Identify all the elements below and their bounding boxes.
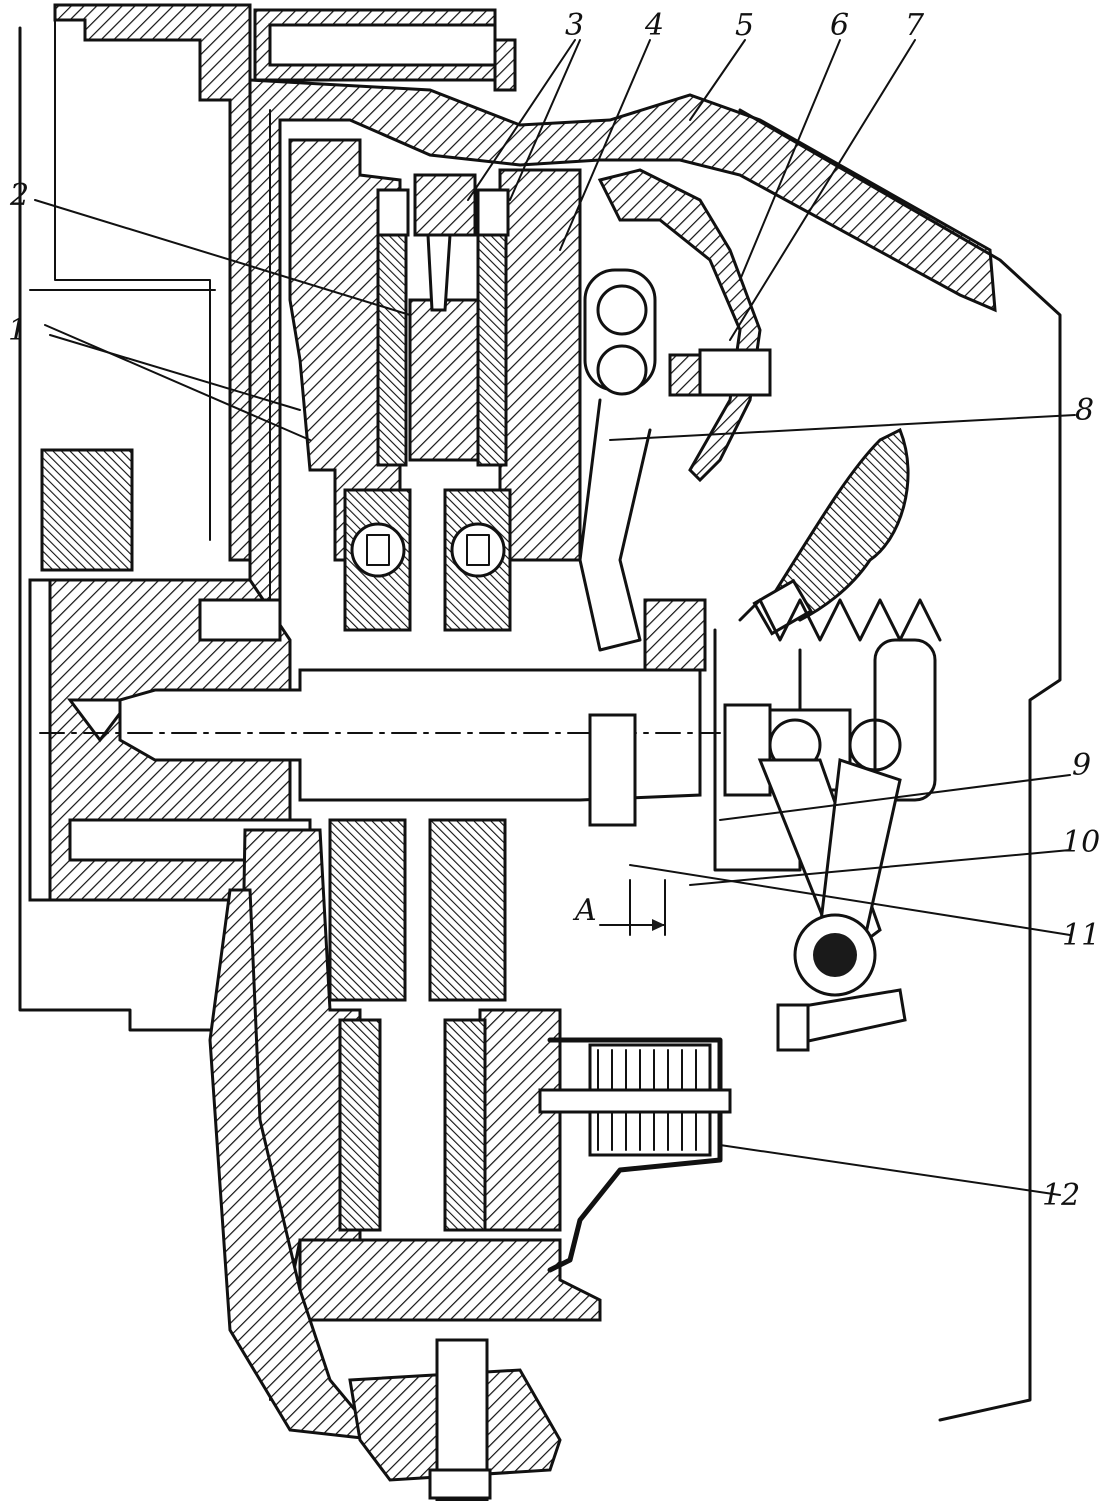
leader-12: [719, 1144, 1061, 1196]
leader-10: [689, 849, 1071, 886]
bottom-bolt: [348, 1338, 562, 1502]
callout-labels: 1 2 3 4 5 6 7 8 9 10 11 12: [8, 8, 1100, 1213]
dimension-a-label: A: [572, 893, 597, 928]
callout-8: 8: [1075, 393, 1094, 428]
leader-5: [689, 39, 746, 121]
leader-lines: [34, 39, 1076, 1196]
callout-10: 10: [1062, 825, 1100, 860]
leader-7: [729, 39, 916, 341]
top-bolt: [253, 8, 517, 92]
leader-3b: [509, 39, 581, 201]
leader-9: [719, 774, 1071, 821]
leader-1b: [49, 334, 301, 411]
flywheel-lower: [208, 828, 602, 1442]
leader-11: [629, 864, 1071, 936]
release-lever-assembly: [578, 168, 772, 672]
main-shaft: [39, 668, 721, 827]
callout-12: 12: [1042, 1178, 1080, 1213]
bearings-middle: [343, 488, 512, 632]
hose-and-spring: [738, 427, 942, 642]
callout-6: 6: [830, 8, 849, 43]
friction-discs-upper: [376, 173, 510, 467]
leader-6: [739, 39, 841, 281]
callout-4: 4: [644, 8, 664, 43]
leader-4: [559, 39, 651, 251]
release-fork-mechanism: [713, 628, 937, 1052]
return-spring-12: [538, 1037, 732, 1273]
leader-8: [609, 414, 1076, 441]
dimension-a: A: [572, 879, 666, 936]
friction-discs-lower: [328, 818, 507, 1232]
leader-3a: [467, 39, 576, 201]
callout-11: 11: [1062, 918, 1100, 953]
leader-1a: [44, 324, 311, 441]
callout-5: 5: [735, 8, 754, 43]
leader-2: [34, 199, 411, 316]
callout-9: 9: [1072, 748, 1091, 783]
callout-7: 7: [905, 8, 925, 43]
callout-3: 3: [565, 8, 584, 43]
callout-1: 1: [8, 313, 27, 348]
callout-2: 2: [9, 178, 29, 213]
